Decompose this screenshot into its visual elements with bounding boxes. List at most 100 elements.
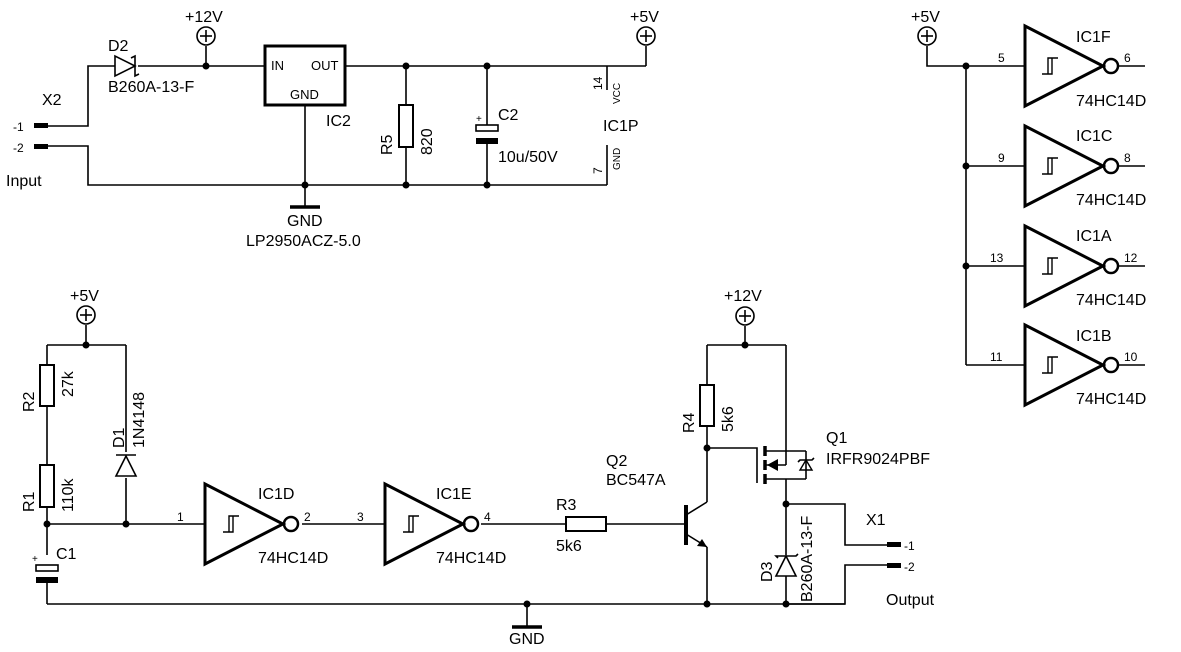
x2-pin1-label: -1 [13, 120, 24, 134]
x1-pin2 [887, 563, 901, 568]
d1-name: D1 [111, 427, 128, 448]
junction [301, 181, 309, 189]
ic1c-gate [1023, 123, 1145, 209]
ic1p-name: IC1P [603, 118, 639, 135]
d3-name: D3 [759, 561, 776, 582]
r3-value: 5k6 [556, 538, 582, 555]
ic2-pin-in: IN [271, 58, 284, 73]
ic1d-gate [203, 481, 300, 567]
unused-gates-section: +5V 5 6 IC1F 74HC14D 9 8 IC1C 74HC14D [911, 9, 1146, 408]
x2-pin1 [34, 123, 48, 128]
junction [483, 62, 491, 70]
ic1e-gate [383, 481, 480, 567]
power-5v-right-label: +5V [911, 9, 940, 26]
wire-out-x1-1 [786, 503, 887, 546]
power-5v-left-label: +5V [70, 288, 99, 305]
ic1e-pin-in: 3 [357, 510, 364, 524]
ic1e-name: IC1E [436, 486, 472, 503]
r1-value: 110k [60, 477, 77, 512]
ic1d-pin-out: 2 [304, 510, 311, 524]
r4-value: 5k6 [720, 406, 737, 432]
ic1e-value: 74HC14D [436, 550, 506, 567]
wire-x2-d2 [48, 65, 115, 127]
ic1a-value: 74HC14D [1076, 292, 1146, 309]
c2-polarity: + [476, 114, 482, 125]
d2-value: B260A-13-F [108, 79, 194, 96]
junction [202, 62, 210, 70]
gnd-label-top: GND [287, 213, 323, 230]
gnd-label-bottom: GND [509, 631, 545, 648]
junction [741, 341, 749, 349]
ic1p-vcc-label: VCC [612, 83, 623, 104]
ic2-name: IC2 [326, 113, 351, 130]
power-12v-q-icon [735, 306, 755, 326]
q1-value: IRFR9024PBF [826, 451, 930, 468]
r4-name: R4 [681, 412, 698, 433]
x2-pin2-label: -2 [13, 141, 24, 155]
junction [483, 181, 491, 189]
junction [402, 181, 410, 189]
c2-name: C2 [498, 107, 519, 124]
r2-name: R2 [21, 391, 38, 412]
ic1f-pin-out: 6 [1124, 51, 1131, 65]
x1-pin2-label: -2 [904, 560, 915, 574]
ic1p-pin-vcc: 14 [591, 76, 605, 90]
junction [43, 520, 51, 528]
d2-name: D2 [108, 38, 129, 55]
power-12v-icon [196, 26, 216, 46]
power-12v-label: +12V [185, 9, 223, 26]
ic1c-pin-in: 9 [998, 151, 1005, 165]
ic2-pin-out: OUT [311, 58, 339, 73]
r5-name: R5 [379, 134, 396, 155]
c2-capacitor [475, 124, 499, 144]
wire-out-x1-2 [786, 564, 887, 605]
ic1c-pin-out: 8 [1124, 151, 1131, 165]
wire-5v-right [926, 46, 1025, 67]
d1-diode [114, 454, 138, 477]
r5-resistor [398, 104, 414, 148]
power-12v-q-label: +12V [724, 288, 762, 305]
ic2-body [263, 44, 347, 107]
ic1a-gate [1023, 223, 1145, 309]
signal-section: +5V R2 27k R1 110k D1 [21, 288, 935, 648]
d3-value: B260A-13-F [799, 516, 816, 602]
ic1a-pin-in: 13 [990, 251, 1004, 265]
ic1d-name: IC1D [258, 486, 294, 503]
ic1b-pin-in: 11 [990, 350, 1003, 364]
x2-label: Input [6, 173, 42, 190]
wire-gnd-top [48, 145, 607, 186]
d3-diode [774, 553, 799, 604]
q2-name: Q2 [606, 453, 627, 470]
ic1f-pin-in: 5 [998, 51, 1005, 65]
junction [122, 520, 130, 528]
ic1a-pin-out: 12 [1124, 251, 1138, 265]
ic1a-name: IC1A [1076, 228, 1112, 245]
x1-pin1-label: -1 [904, 539, 915, 553]
q2-value: BC547A [606, 472, 666, 489]
ic1b-gate [1023, 322, 1145, 408]
d1-value: 1N4148 [131, 392, 148, 448]
r2-resistor [39, 364, 55, 407]
power-5v-left-icon [76, 305, 96, 325]
ic2-value: LP2950ACZ-5.0 [246, 233, 361, 250]
q1-mosfet [707, 345, 815, 484]
q1-name: Q1 [826, 430, 847, 447]
ic1f-gate [1023, 23, 1145, 109]
r1-resistor [39, 464, 55, 508]
r5-value: 820 [419, 128, 436, 155]
ic2-pin-gnd: GND [290, 87, 319, 102]
d2-diode [114, 54, 140, 78]
x2-name: X2 [42, 92, 62, 109]
r2-value: 27k [60, 370, 77, 397]
power-5v-icon [636, 26, 656, 46]
c2-value: 10u/50V [498, 149, 558, 166]
ic1f-name: IC1F [1076, 29, 1111, 46]
x1-pin1 [887, 542, 901, 547]
ic1d-value: 74HC14D [258, 550, 328, 567]
ic1e-pin-out: 4 [484, 510, 491, 524]
power-5v-label: +5V [630, 9, 659, 26]
x1-label: Output [886, 592, 935, 609]
power-5v-right-icon [917, 26, 937, 46]
junction [402, 62, 410, 70]
